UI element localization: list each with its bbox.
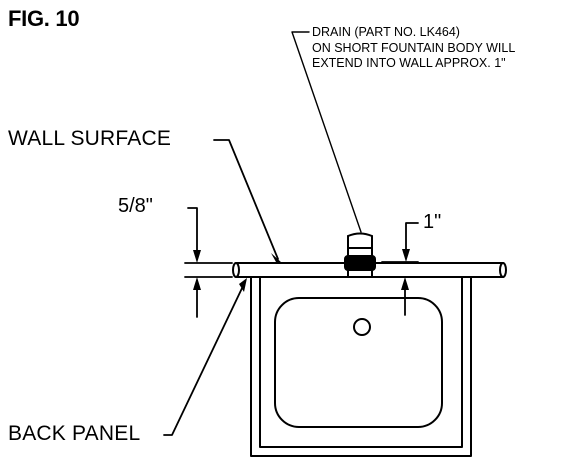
wall-surface-leader [213,139,279,260]
back-panel-label: BACK PANEL [8,422,141,445]
arrowhead-back-panel [239,278,247,292]
drain-fitting [344,232,376,278]
arrowhead-58-top [193,250,201,263]
figure-title: FIG. 10 [8,6,80,31]
drain-callout-text: DRAIN (PART NO. LK464) ON SHORT FOUNTAIN… [312,25,516,70]
basin-drain-hole [353,318,371,336]
arrowhead-1-bottom [401,277,409,290]
wall-thickness-dimension: 5/8" [118,195,153,217]
drain-leader [291,31,362,233]
wall-thickness-dimension-lines [184,207,233,318]
arrowhead-1-top [402,249,410,262]
arrowhead-wall-surface [271,253,282,263]
arrowhead-58-bottom [193,277,201,290]
back-panel-leader [163,283,245,436]
drain-extension-dimension: 1" [423,211,442,233]
basin [274,297,443,428]
wall-surface-label: WALL SURFACE [8,127,172,150]
drain-extension-dimension-lines [381,222,419,316]
fountain-body [250,276,472,457]
